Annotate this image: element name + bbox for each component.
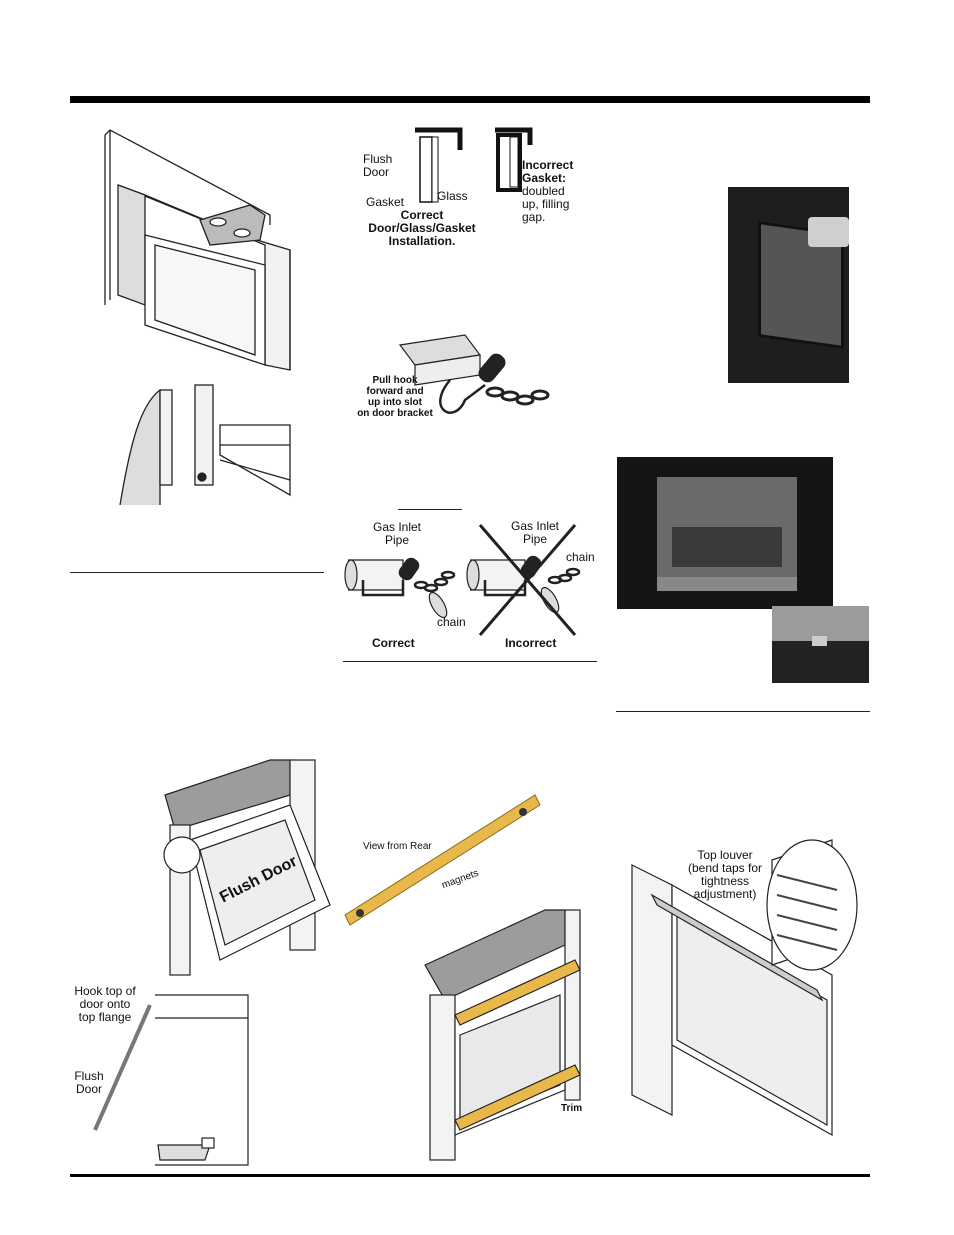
trim-installed-illustration xyxy=(424,909,581,1161)
caption-underline xyxy=(398,509,462,510)
label-view-from-rear: View from Rear xyxy=(363,841,432,852)
section-divider-middle xyxy=(343,661,597,662)
label-chain-right: chain xyxy=(566,550,595,564)
hook-flange-illustration xyxy=(93,994,249,1166)
label-incorrect: Incorrect xyxy=(505,636,557,650)
door-removal-photo xyxy=(728,187,849,383)
top-rule xyxy=(70,96,870,103)
correct-gasket-cross-section xyxy=(415,127,463,203)
pull-hook-illustration xyxy=(398,334,550,414)
open-doors-photo xyxy=(617,457,833,609)
insert-installation-illustration xyxy=(104,129,291,371)
bottom-rule xyxy=(70,1174,870,1177)
section-divider-left xyxy=(70,572,324,573)
gas-inlet-correct-illustration xyxy=(344,557,456,619)
latch-detail-photo xyxy=(772,606,869,683)
label-correct: Correct xyxy=(372,636,415,650)
gas-inlet-incorrect-illustration xyxy=(466,524,581,636)
incorrect-gasket-cross-section xyxy=(495,127,533,192)
label-chain-left: chain xyxy=(437,615,466,629)
label-trim: Trim xyxy=(561,1103,583,1114)
trim-rear-view-illustration xyxy=(344,794,541,926)
flush-door-illustration xyxy=(163,759,331,976)
label-gasket: Gasket xyxy=(366,195,405,209)
top-louver-illustration xyxy=(631,839,858,1137)
section-divider-right xyxy=(616,711,870,712)
label-glass: Glass xyxy=(437,189,468,203)
screw-detail-illustration xyxy=(119,384,291,506)
